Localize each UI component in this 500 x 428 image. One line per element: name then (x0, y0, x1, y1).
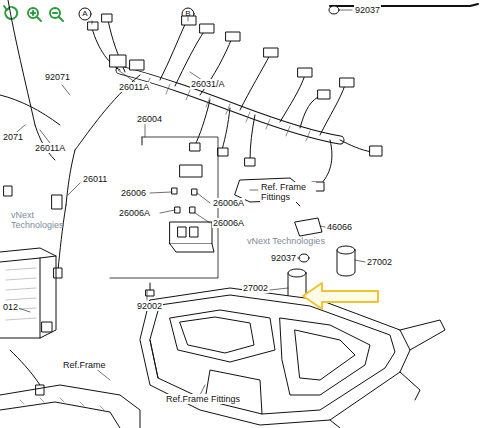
reference-note: Ref.Frame (62, 360, 107, 370)
battery (0, 248, 56, 338)
callout-number: 26006A (118, 208, 151, 218)
callout-number: 26004 (136, 114, 163, 124)
callout-number: 26011 (82, 174, 108, 184)
callout-number: 26006A (212, 218, 245, 228)
reference-note: Ref. Frame Fittings (260, 182, 316, 202)
watermark: vNext Technologies (10, 210, 72, 230)
relay-holder (295, 218, 322, 236)
callout-number: 46066 (326, 222, 353, 232)
callout-number: 92002 (136, 301, 163, 311)
clamp-symbol (329, 6, 339, 14)
callout-number: 26031/A (190, 79, 226, 89)
callout-number: 92037 (354, 5, 381, 15)
toolbar-icons (4, 6, 63, 21)
callout-number: 27002 (366, 257, 393, 267)
battery-tray (140, 288, 445, 428)
callout-number: 26011A (34, 143, 66, 153)
callout-number: 012 (2, 302, 19, 312)
callout-number: 27002 (242, 283, 269, 293)
callout-number: 26006 (120, 188, 147, 198)
callout-circle (79, 8, 91, 20)
highlight-arrow (303, 283, 378, 309)
callout-number: 26011A (118, 82, 150, 92)
frame (0, 385, 140, 428)
callout-number: 92037 (270, 253, 297, 263)
callout-number: 2071 (2, 132, 24, 142)
group-bracket (110, 137, 218, 278)
callout-letter: B (183, 9, 193, 19)
fuse-box (170, 165, 214, 252)
callout-letter: A (80, 9, 90, 19)
callout-number: 92071 (44, 72, 71, 82)
clamp-symbol (299, 254, 309, 262)
callout-number: 26006A (212, 198, 245, 208)
watermark: vNext Technologies (246, 236, 326, 246)
leader-line (10, 10, 365, 395)
reference-note: Ref.Frame Fittings (165, 394, 241, 404)
